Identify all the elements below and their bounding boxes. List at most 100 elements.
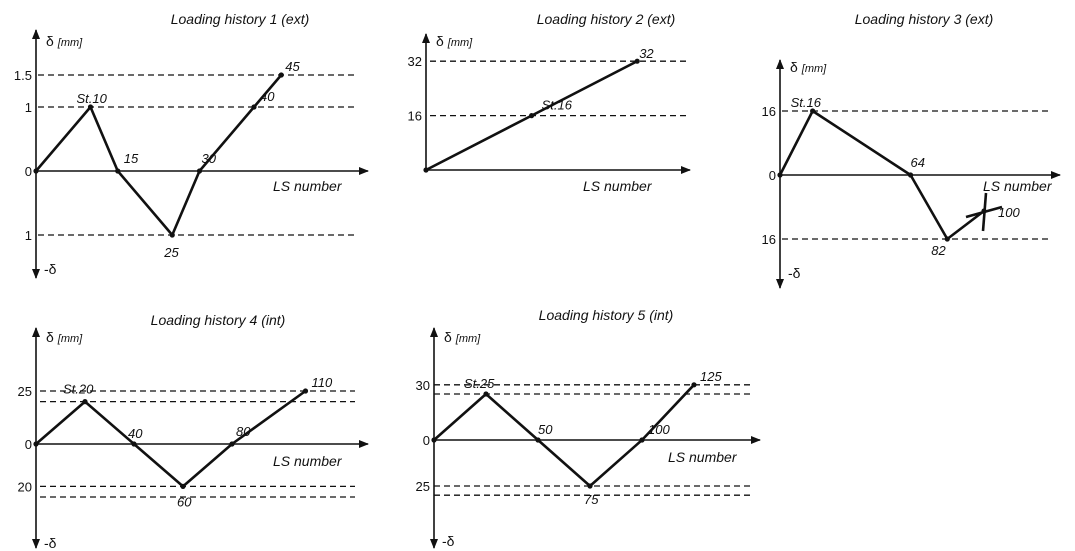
point-label: 100 <box>998 205 1020 220</box>
y-tick-label: 25 <box>416 479 430 494</box>
data-point <box>251 104 257 110</box>
series-line <box>35 74 283 237</box>
point-label: 80 <box>236 424 251 439</box>
data-point <box>639 437 645 443</box>
point-label: 110 <box>312 375 333 390</box>
data-point <box>691 382 697 388</box>
loading-history-5-panel: Loading history 5 (int) δ[mm] -δ LS number 3… <box>416 307 761 549</box>
y-axis-symbol: δ <box>46 329 54 345</box>
y-axis-label: δ[mm] <box>444 329 481 345</box>
x-axis-label: LS number <box>273 178 343 194</box>
data-point <box>431 437 437 443</box>
data-point <box>278 72 284 78</box>
y-tick-label: 32 <box>408 54 422 69</box>
data-point <box>33 441 39 447</box>
negative-y-axis-label: -δ <box>788 265 801 281</box>
data-point <box>180 483 186 489</box>
y-axis-label: δ[mm] <box>436 33 473 49</box>
negative-y-axis-label: -δ <box>44 535 57 551</box>
point-label: 45 <box>285 59 300 74</box>
loading-history-3-panel: Loading history 3 (ext)δ[mm]-δLS number1… <box>762 11 1061 289</box>
data-point <box>907 172 914 178</box>
data-point <box>535 437 541 443</box>
x-axis-label: LS number <box>983 178 1053 194</box>
chart-title: Loading history 5 (int) <box>539 307 674 323</box>
y-axis-label: δ[mm] <box>46 33 83 49</box>
y-axis-label: δ[mm] <box>46 329 83 345</box>
data-point <box>115 168 121 174</box>
point-label: 30 <box>202 151 217 166</box>
data-point <box>944 236 950 242</box>
data-point <box>33 168 39 174</box>
y-axis-unit: [mm] <box>447 37 473 49</box>
data-point <box>634 58 640 64</box>
x-axis-label: LS number <box>583 178 653 194</box>
data-point <box>302 388 309 394</box>
data-point <box>82 399 88 405</box>
y-tick-label: 20 <box>18 479 32 494</box>
data-point <box>169 232 175 238</box>
y-tick-label: 0 <box>769 168 776 183</box>
point-label: 60 <box>177 494 192 509</box>
y-tick-label: 0 <box>423 433 430 448</box>
y-axis-symbol: δ <box>790 59 798 75</box>
y-tick-label: 16 <box>408 109 422 124</box>
data-point <box>196 168 203 174</box>
series-line <box>35 389 307 488</box>
data-point <box>810 108 816 114</box>
point-label: 15 <box>124 151 139 166</box>
y-axis-symbol: δ <box>46 33 54 49</box>
loading-history-2-panel: Loading history 2 (ext) δ[mm] LS number 32 1… <box>408 11 691 194</box>
y-axis-unit: [mm] <box>57 333 83 345</box>
data-point <box>131 441 137 447</box>
chart-title: Loading history 4 (int) <box>151 312 286 328</box>
point-label: 125 <box>700 369 722 384</box>
point-label: St.16 <box>791 95 822 110</box>
y-tick-label: 30 <box>416 378 430 393</box>
point-label: 82 <box>931 243 946 258</box>
point-label: 50 <box>538 422 553 437</box>
y-axis-symbol: δ <box>444 329 452 345</box>
point-label: St.25 <box>464 376 495 391</box>
y-axis-label: δ[mm] <box>790 59 827 75</box>
point-label: St.16 <box>542 98 573 113</box>
data-point <box>423 167 429 173</box>
x-axis-label: LS number <box>668 449 738 465</box>
point-label: 40 <box>260 89 275 104</box>
y-tick-label: 25 <box>18 384 32 399</box>
point-label: 100 <box>648 422 670 437</box>
chart-title: Loading history 1 (ext) <box>171 11 310 27</box>
negative-y-axis-label: -δ <box>44 261 57 277</box>
negative-y-axis-label: -δ <box>442 533 455 549</box>
y-tick-label: 16 <box>762 104 776 119</box>
data-point <box>587 483 593 489</box>
point-label: St.20 <box>63 382 94 397</box>
y-tick-label: 1 <box>25 100 32 115</box>
y-axis-unit: [mm] <box>57 37 83 49</box>
y-tick-label: 16 <box>762 232 776 247</box>
failure-mark <box>981 192 988 232</box>
y-tick-label: 1 <box>25 228 32 243</box>
series-line <box>433 383 695 488</box>
y-tick-label: 1.5 <box>14 68 32 83</box>
data-point <box>229 441 235 447</box>
point-label: St.10 <box>77 91 108 106</box>
data-point <box>87 104 94 110</box>
data-point <box>777 172 783 178</box>
y-tick-label: 0 <box>25 164 32 179</box>
data-point <box>529 113 535 119</box>
point-label: 40 <box>128 426 143 441</box>
y-tick-label: 0 <box>25 437 32 452</box>
chart-title: Loading history 2 (ext) <box>537 11 676 27</box>
loading-history-4-panel: Loading history 4 (int) δ[mm] -δ LS number 2… <box>18 312 369 551</box>
point-label: 75 <box>584 492 599 507</box>
point-label: 25 <box>163 245 179 260</box>
point-label: 32 <box>639 46 654 61</box>
y-axis-unit: [mm] <box>801 63 827 75</box>
data-point <box>483 391 489 397</box>
y-axis-unit: [mm] <box>455 333 481 345</box>
loading-history-1-panel: Loading history 1 (ext) δ[mm] -δ LS number 1… <box>14 11 369 279</box>
y-axis-symbol: δ <box>436 33 444 49</box>
x-axis-label: LS number <box>273 453 343 469</box>
